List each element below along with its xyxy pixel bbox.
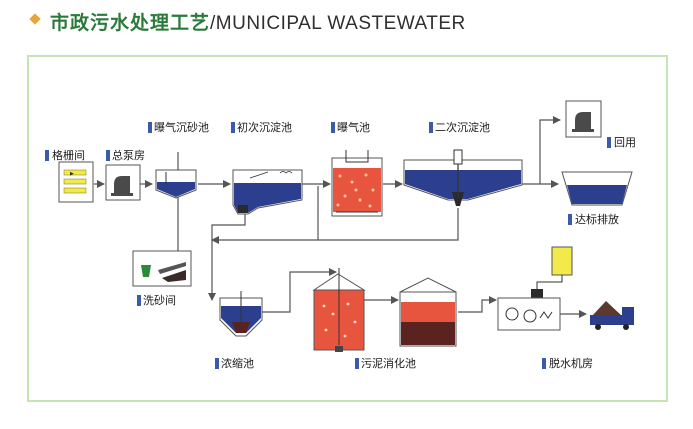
label-secondary-clarifier: 二次沉淀池 (435, 120, 490, 134)
label-sand-washing: 洗砂间 (143, 294, 176, 307)
flow-thickener-to-digester (262, 268, 337, 313)
label-digester: 污泥消化池 (361, 356, 416, 370)
sand-washing-room (132, 250, 192, 287)
chemical-tank (551, 246, 573, 276)
label-dewatering: 脱水机房 (549, 356, 593, 370)
aeration-tank (331, 150, 383, 217)
svg-text:▶: ▶ (70, 171, 74, 177)
primary-clarifier (232, 169, 303, 215)
pump-icon (114, 176, 130, 194)
title-english: /MUNICIPAL WASTEWATER (210, 13, 466, 34)
flow-return-sludge (211, 208, 459, 244)
label-thickener: 浓缩池 (221, 357, 254, 370)
page-title: 市政污水处理工艺/MUNICIPAL WASTEWATER (50, 8, 466, 35)
label-screen-room: 格栅间 (52, 148, 85, 162)
sludge-thickener (219, 291, 263, 337)
label-discharge: 达标排放 (575, 212, 619, 226)
labels: 格栅间 总泵房 曝气沉砂池 初次沉淀池 曝气池 二次沉淀池 回用 达标排放 洗砂… (45, 120, 636, 370)
flow-to-reuse (539, 116, 561, 184)
secondary-clarifier (403, 149, 523, 206)
title-chinese: 市政污水处理工艺 (50, 12, 211, 34)
flow-primary-sludge (208, 214, 246, 301)
label-aeration-tank: 曝气池 (337, 120, 370, 134)
label-grit-chamber: 曝气沉砂池 (154, 120, 209, 134)
discharge-basin (561, 171, 633, 206)
label-primary-clarifier: 初次沉淀池 (237, 120, 292, 134)
sludge-storage (399, 277, 457, 347)
screen-room: ▶ (58, 161, 94, 203)
sludge-truck (590, 301, 634, 330)
flow-to-dewatering (458, 296, 497, 313)
reuse-unit (565, 100, 602, 138)
label-pump-house: 总泵房 (112, 148, 145, 162)
header: 市政污水处理工艺/MUNICIPAL WASTEWATER (0, 0, 693, 46)
sludge-digester (312, 268, 366, 352)
flow-grit-to-washing (177, 152, 180, 263)
reuse-pump-icon (575, 112, 591, 130)
dewatering-room (497, 246, 573, 331)
pump-house (105, 164, 141, 201)
label-reuse: 回用 (614, 136, 636, 149)
grit-chamber (155, 169, 197, 199)
